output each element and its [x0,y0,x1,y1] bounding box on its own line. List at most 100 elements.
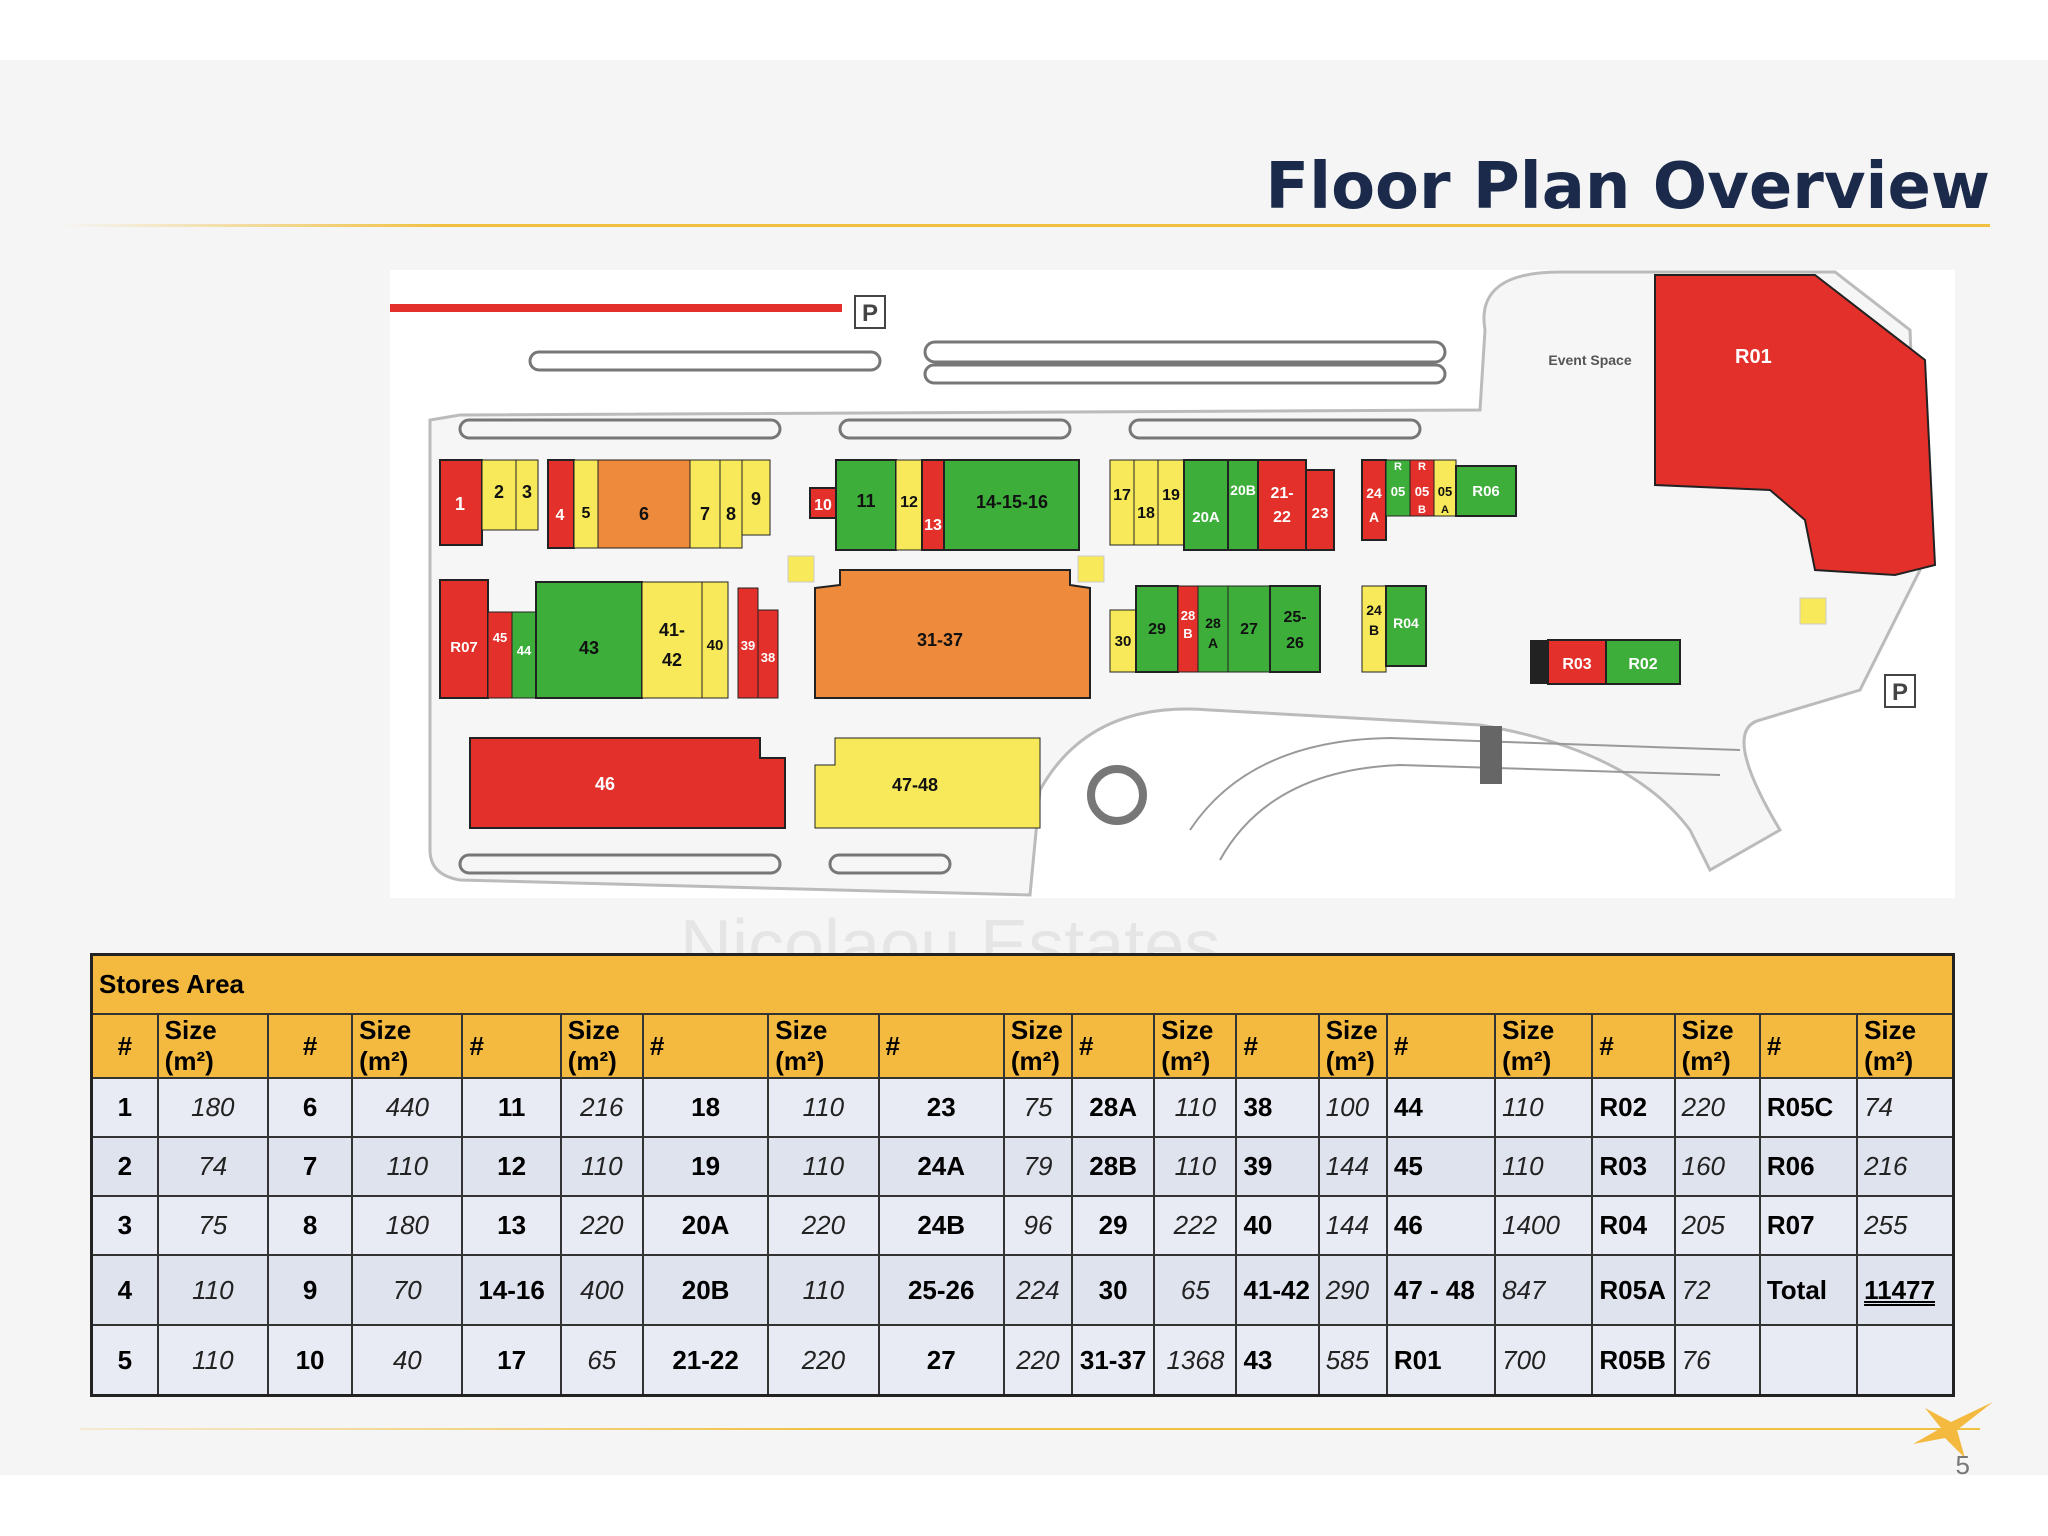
store-number-cell: 47 - 48 [1385,1254,1497,1326]
column-header-number: # [1235,1013,1320,1079]
unit-13 [921,459,945,551]
column-header-number: # [641,1013,770,1079]
unit-label: R [1394,461,1402,473]
store-size-cell: 65 [559,1324,644,1397]
store-size-cell: 76 [1673,1324,1761,1397]
star-icon [1913,1402,1993,1458]
store-number-cell: 7 [266,1136,354,1197]
header-unit-label: (m²) [567,1046,617,1076]
store-number-cell: 8 [266,1195,354,1256]
unit-label: 05 [1391,484,1405,499]
store-number-cell: 3 [90,1195,159,1256]
store-number-cell: 6 [266,1077,354,1138]
store-number-cell: 14-16 [461,1254,562,1326]
store-size-cell: 205 [1673,1195,1761,1256]
store-size-cell: 96 [1002,1195,1074,1256]
header-size-label: Size [164,1015,217,1045]
unit-30 [1109,609,1137,673]
unit-label: R07 [450,639,478,656]
store-number-cell: 19 [641,1136,770,1197]
unit-label: 22 [1273,509,1291,526]
unit-label: 42 [662,650,682,670]
parking-sign-icon [1884,674,1916,708]
kiosk [1077,555,1105,583]
unit-r03 [1547,639,1607,685]
store-number-cell: R01 [1385,1324,1497,1397]
store-size-cell: 440 [351,1077,464,1138]
store-size-cell: 220 [559,1195,644,1256]
unit-12 [895,459,923,551]
unit-label: 14-15-16 [976,492,1048,512]
unit-6 [597,459,691,549]
parking-rows [458,340,1447,875]
store-size-cell: 847 [1494,1254,1594,1326]
unit-3 [515,459,539,531]
unit-label: 12 [900,494,918,511]
column-header-size: Size(m²) [1673,1013,1761,1079]
unit-label: R04 [1393,615,1419,631]
unit-label: 45 [493,630,507,645]
unit-47-48 [814,737,1041,829]
store-number-cell: 24A [877,1136,1005,1197]
store-size-cell: 110 [156,1254,269,1326]
unit-label: 28 [1205,615,1221,631]
table-caption: Stores Area [90,953,1955,1015]
unit-label: 8 [726,504,736,524]
unit-4 [547,459,575,549]
unit-9 [741,459,771,536]
unit-label: B [1183,626,1192,641]
unit-label: 47-48 [892,775,938,795]
header-unit-label: (m²) [1010,1046,1060,1076]
unit-r04 [1385,585,1427,667]
store-size-cell: 290 [1317,1254,1388,1326]
floor-plan-map: P P Event Space R01 1 2 3 4 5 6 [390,270,1955,898]
store-size-cell: 110 [767,1136,880,1197]
unit-label: 28 [1181,608,1195,623]
column-header-size: Size(m²) [1856,1013,1955,1079]
header-unit-label: (m²) [1161,1046,1211,1076]
store-number-cell: 11 [461,1077,562,1138]
unit-label: 41- [659,620,685,640]
road [1219,763,1721,861]
store-size-cell: 110 [767,1077,880,1138]
header-unit-label: (m²) [775,1046,825,1076]
unit-43 [535,581,643,699]
store-number-cell: R05B [1591,1324,1676,1397]
store-size-cell: 700 [1494,1324,1594,1397]
unit-1 [439,459,483,546]
unit-label: B [1369,622,1379,638]
store-size-cell: 1368 [1153,1324,1238,1397]
unit-40 [701,581,729,699]
unit-label: 31-37 [917,630,963,650]
store-number-cell: 1 [90,1077,159,1138]
store-size-cell: 65 [1153,1254,1238,1326]
store-size-cell: 74 [1856,1077,1955,1138]
unit-label: 39 [741,638,755,653]
site-outline [428,270,1922,897]
unit-label: A [1208,635,1218,651]
store-number-cell: 43 [1235,1324,1320,1397]
column-header-size: Size(m²) [156,1013,269,1079]
stores-area-table: Stores Area #Size(m²)#Size(m²)#Size(m²)#… [90,953,1955,1397]
unit-45 [487,611,513,699]
store-number-cell: 20A [641,1195,770,1256]
unit-r06 [1455,465,1517,517]
header-size-label: Size [1502,1015,1555,1045]
header-unit-label: (m²) [1502,1046,1552,1076]
header-unit-label: (m²) [359,1046,409,1076]
store-size-cell: 110 [351,1136,464,1197]
store-size-cell: 220 [767,1195,880,1256]
store-number-cell: R02 [1591,1077,1676,1138]
unit-29 [1135,585,1179,673]
store-size-cell: 11477 [1856,1254,1955,1326]
column-header-number: # [1591,1013,1676,1079]
kiosk [1799,597,1827,625]
store-number-cell: 20B [641,1254,770,1326]
store-number-cell: R06 [1758,1136,1859,1197]
road-marker [390,304,842,312]
unit-14-15-16 [943,459,1080,551]
